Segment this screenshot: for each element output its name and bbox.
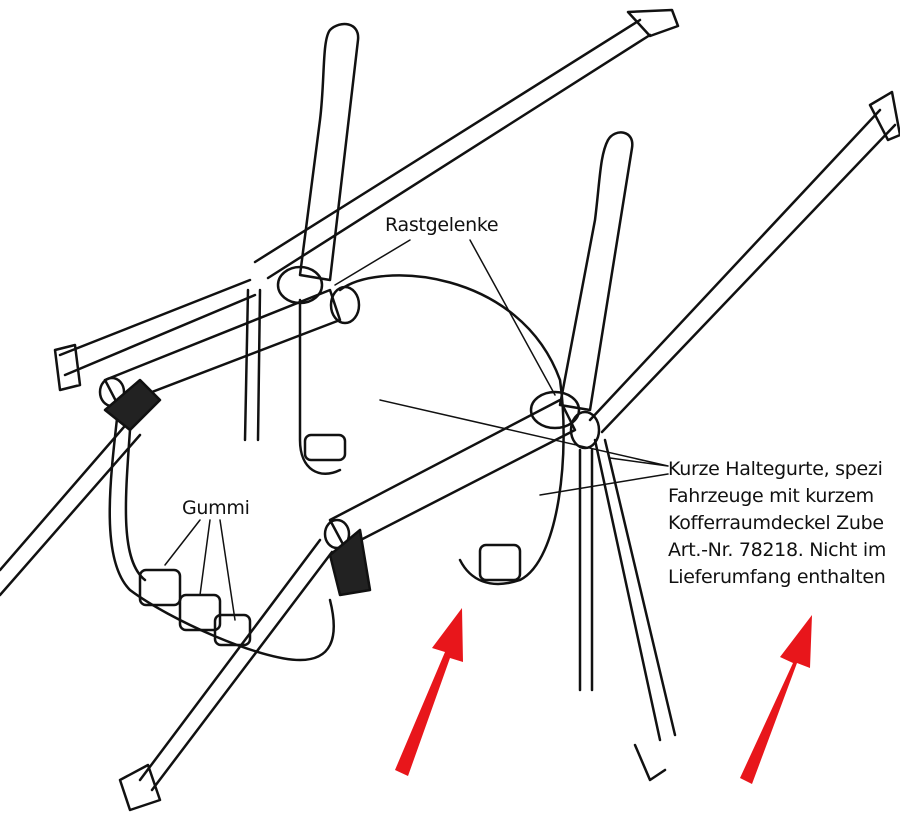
note-line: Art.-Nr. 78218. Nicht im: [668, 539, 887, 561]
hanging-straps: [578, 438, 677, 782]
right-post: [558, 131, 634, 412]
note-line: Kofferraumdeckel Zube: [668, 512, 884, 534]
front-strap: [118, 538, 334, 812]
left-post: [298, 22, 360, 282]
label-rastgelenke: Rastgelenke: [385, 214, 499, 236]
note-line: Lieferumfang enthalten: [668, 566, 886, 588]
hinge-right: [529, 390, 601, 450]
hinge-left: [276, 265, 361, 325]
note-line: Fahrzeuge mit kurzem: [668, 485, 874, 507]
rear-frame: [298, 274, 565, 586]
lower-frame: [108, 408, 335, 662]
left-hook: [53, 278, 257, 392]
upper-strap: [253, 8, 680, 280]
red-arrow-left: [395, 608, 463, 776]
clamps: [103, 378, 372, 597]
left-strap: [0, 418, 142, 597]
label-gummi: Gummi: [182, 497, 250, 519]
note-text: Kurze Haltegurte, spezi Fahrzeuge mit ku…: [668, 456, 886, 591]
leader-lines: [164, 239, 669, 621]
note-line: Kurze Haltegurte, spezi: [668, 458, 883, 480]
hanging-strap-left: [243, 288, 262, 442]
right-strap: [588, 90, 900, 434]
red-arrow-right: [740, 615, 812, 784]
rubber-blocks: [138, 433, 522, 647]
